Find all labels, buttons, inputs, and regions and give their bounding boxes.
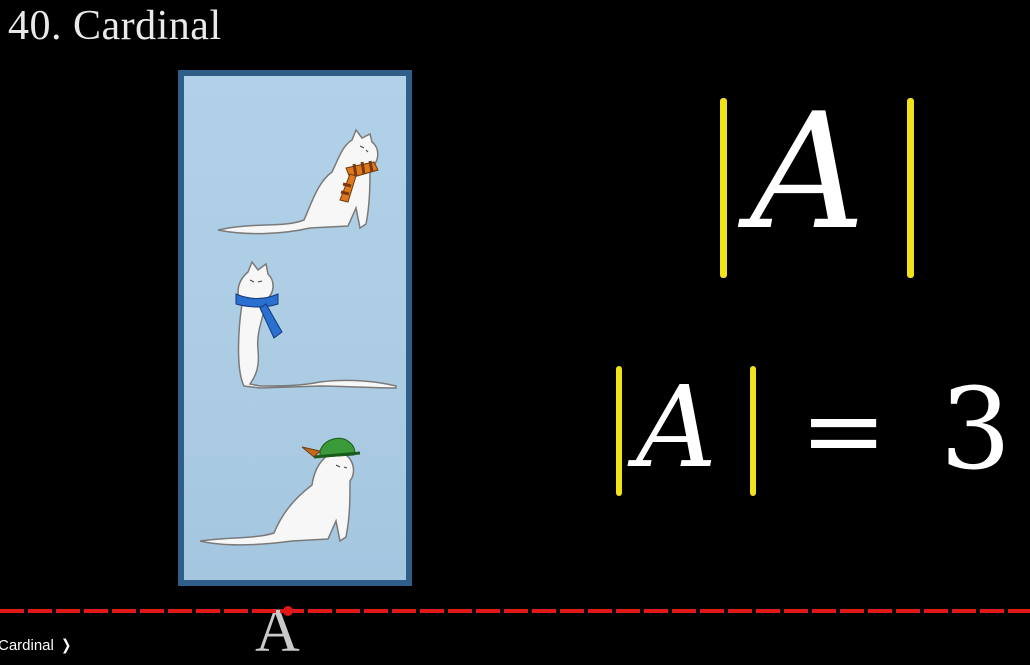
eq-right-bar: [750, 366, 756, 496]
right-bar: [907, 98, 914, 278]
cardinality-equation: A = 3: [600, 356, 1020, 506]
progress-bar[interactable]: [0, 609, 1030, 613]
slide-title: 40. Cardinal: [8, 3, 222, 49]
eq-left-bar: [616, 366, 622, 496]
chevron-right-icon: ❯: [61, 637, 72, 654]
left-bar: [720, 98, 727, 278]
cat-green-hat-image: [199, 437, 361, 546]
cardinality-notation: A: [700, 84, 940, 294]
set-box: [178, 70, 412, 586]
chapter-label: Cardinal: [0, 636, 54, 654]
equation-set-symbol: A: [636, 363, 717, 493]
cat-orange-scarf-image: [217, 128, 379, 235]
equals-sign: =: [800, 369, 888, 491]
chapter-button[interactable]: Cardinal ❯: [0, 636, 72, 655]
big-set-symbol: A: [750, 78, 866, 265]
cat-blue-scarf-image: [235, 260, 397, 389]
progress-scrubber[interactable]: [283, 606, 294, 616]
cardinality-value: 3: [940, 365, 1012, 495]
